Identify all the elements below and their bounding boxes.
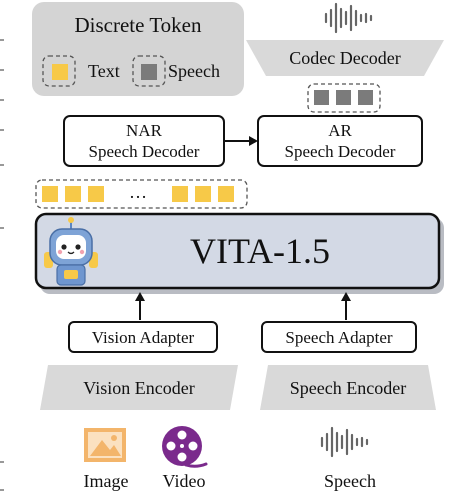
speech-adapter-box: [261, 321, 417, 353]
legend-speech-token: [141, 64, 157, 80]
image-icon: [84, 428, 126, 462]
speech-token: [336, 90, 351, 105]
text-token: [65, 186, 81, 202]
waveform-icon-bottom: [320, 426, 369, 458]
text-token: [218, 186, 234, 202]
legend-text-token: [52, 64, 68, 80]
nar-decoder-line1: NAR: [126, 121, 162, 140]
nar-decoder-label: NAR Speech Decoder: [64, 120, 224, 162]
ar-decoder-label: AR Speech Decoder: [258, 120, 422, 162]
video-icon: [162, 426, 208, 468]
video-label: Video: [162, 471, 206, 491]
waveform-icon-top: [324, 2, 373, 34]
legend-speech-label: Speech: [168, 61, 220, 81]
nar-decoder-line2: Speech Decoder: [88, 142, 200, 161]
token-ellipsis: …: [129, 182, 147, 202]
speech-token: [314, 90, 329, 105]
text-token: [88, 186, 104, 202]
vision-adapter-box: [68, 321, 218, 353]
text-token: [195, 186, 211, 202]
speech-encoder-shape: [260, 365, 436, 410]
speech-encoder-label: Speech Encoder: [289, 378, 407, 398]
legend-title: Discrete Token: [74, 13, 202, 37]
legend-panel: [32, 2, 244, 96]
vision-encoder-label: Vision Encoder: [83, 378, 195, 398]
text-token: [42, 186, 58, 202]
nar-to-ar-arrowhead: [249, 136, 258, 146]
margin-ticks: [0, 39, 4, 491]
legend-text-label: Text: [88, 61, 120, 81]
model-name: VITA-1.5: [189, 231, 331, 271]
legend-text-token-frame: [42, 55, 76, 87]
vision-encoder-shape: [40, 365, 238, 410]
speech-to-model-arrowhead: [341, 292, 351, 301]
text-token-row-frame: [35, 179, 248, 209]
ar-decoder-line1: AR: [328, 121, 352, 140]
ar-decoder-line2: Speech Decoder: [284, 142, 396, 161]
vita-model-box: [34, 212, 441, 290]
speech-adapter-label: Speech Adapter: [285, 328, 393, 347]
robot-icon: [44, 217, 98, 286]
vision-to-model-arrowhead: [135, 292, 145, 301]
image-label: Image: [83, 471, 129, 491]
speech-input-label: Speech: [324, 471, 376, 491]
speech-token-group-frame: [307, 83, 381, 113]
vision-adapter-label: Vision Adapter: [91, 328, 195, 347]
codec-decoder-label: Codec Decoder: [289, 48, 401, 68]
codec-decoder-shape: [246, 40, 444, 76]
text-token: [172, 186, 188, 202]
speech-token: [358, 90, 373, 105]
legend-speech-token-frame: [132, 55, 166, 87]
